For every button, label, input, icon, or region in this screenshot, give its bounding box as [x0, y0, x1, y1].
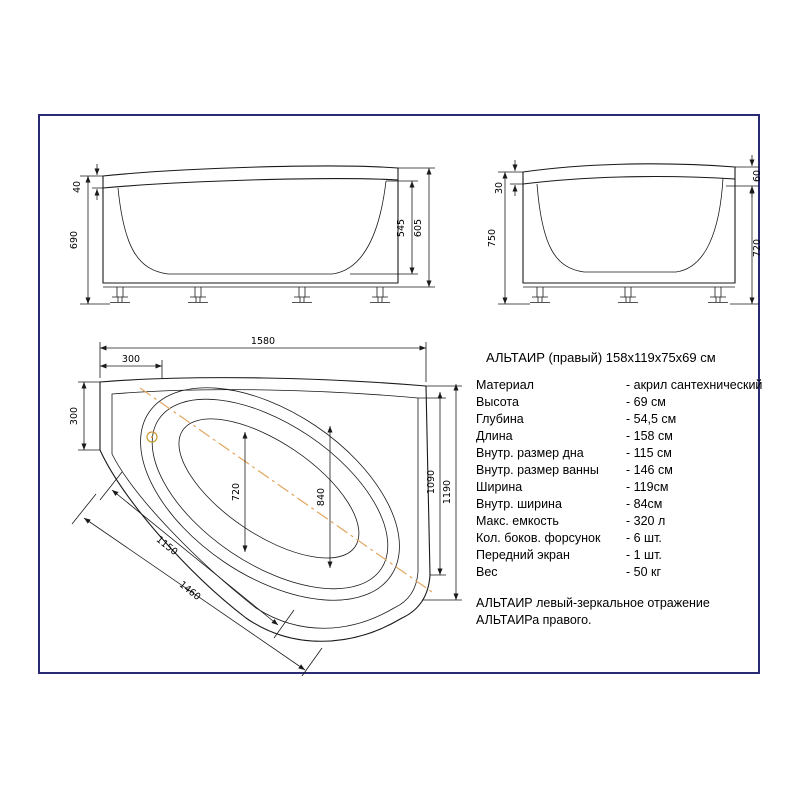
drain-circle — [146, 431, 158, 443]
spec-label: Кол. боков. форсунок — [476, 531, 601, 545]
spec-value: - акрил сантехнический — [626, 378, 763, 392]
spec-row: Макс. емкость - 320 л — [476, 513, 772, 530]
dim-label-750: 750 — [487, 229, 498, 247]
dim-label-1090: 1090 — [426, 470, 437, 494]
spec-title: АЛЬТАИР (правый) 158x119x75x69 см — [486, 350, 716, 365]
dim-label-1460: 1460 — [177, 579, 203, 603]
dim-label-690: 690 — [69, 231, 80, 249]
side-tub-outline — [522, 163, 736, 288]
spec-label: Материал — [476, 378, 534, 392]
mirror-note: АЛЬТАИР левый-зеркальное отражение АЛЬТА… — [476, 595, 772, 629]
dim-label-1150: 1150 — [154, 534, 180, 558]
spec-label: Макс. емкость — [476, 514, 559, 528]
spec-label: Высота — [476, 395, 519, 409]
plan-basin — [140, 387, 400, 601]
dim-label-720-side: 720 — [752, 239, 763, 257]
front-tub-feet — [110, 287, 390, 303]
spec-value: - 54,5 см — [626, 412, 677, 426]
spec-value: - 119см — [626, 480, 669, 494]
spec-value: - 320 л — [626, 514, 666, 528]
dim-label-545: 545 — [396, 219, 407, 237]
spec-label: Внутр. ширина — [476, 497, 562, 511]
side-dimensions: 750 30 60 720 — [487, 155, 763, 305]
spec-label: Внутр. размер ванны — [476, 463, 599, 477]
spec-label: Передний экран — [476, 548, 570, 562]
dim-label-1580: 1580 — [251, 336, 275, 347]
dim-label-840: 840 — [316, 488, 327, 506]
front-view-drawing: 690 40 545 605 — [69, 164, 435, 305]
spec-value: - 146 см — [626, 463, 673, 477]
dim-label-60: 60 — [752, 170, 763, 182]
side-view-drawing: 750 30 60 720 — [487, 155, 763, 305]
spec-label: Глубина — [476, 412, 524, 426]
spec-panel: АЛЬТАИР (правый) 158x119x75x69 см Матери… — [476, 350, 772, 629]
spec-row: Высота - 69 см — [476, 394, 772, 411]
spec-value: - 1 шт. — [626, 548, 662, 562]
spec-value: - 50 кг — [626, 565, 662, 579]
spec-value: - 69 см — [626, 395, 666, 409]
spec-value: - 158 см — [626, 429, 673, 443]
mirror-note-line2: АЛЬТАИРа правого. — [476, 613, 592, 627]
spec-row: Внутр. ширина - 84см — [476, 496, 772, 513]
plan-view-drawing: 1580 300 300 1090 1190 720 840 1150 1460 — [69, 336, 462, 677]
spec-row: Глубина - 54,5 см — [476, 411, 772, 428]
dim-label-605: 605 — [413, 219, 424, 237]
spec-row: Передний экран - 1 шт. — [476, 547, 772, 564]
spec-value: - 84см — [626, 497, 663, 511]
dim-label-1190: 1190 — [442, 480, 453, 504]
drain-center-dot — [151, 436, 153, 438]
spec-row: Внутр. размер ванны - 146 см — [476, 462, 772, 479]
basin-centerline — [139, 387, 433, 593]
spec-row: Вес - 50 кг — [476, 564, 772, 581]
spec-value: - 6 шт. — [626, 531, 662, 545]
spec-label: Длина — [476, 429, 513, 443]
spec-row: Длина - 158 см — [476, 428, 772, 445]
dim-label-720-plan: 720 — [231, 483, 242, 501]
spec-row: Внутр. размер дна - 115 см — [476, 445, 772, 462]
mirror-note-line1: АЛЬТАИР левый-зеркальное отражение — [476, 596, 710, 610]
spec-row: Кол. боков. форсунок - 6 шт. — [476, 530, 772, 547]
plan-tub-outline — [99, 377, 431, 642]
drawing-frame — [38, 114, 760, 674]
front-tub-outline — [102, 165, 399, 288]
front-dimensions: 690 40 545 605 — [69, 164, 435, 305]
dim-label-300-top: 300 — [122, 354, 140, 365]
dim-label-30: 30 — [494, 182, 505, 194]
side-tub-feet — [530, 287, 728, 303]
dim-label-40: 40 — [72, 181, 83, 193]
spec-value: - 115 см — [626, 446, 672, 460]
spec-label: Ширина — [476, 480, 523, 494]
plan-dimensions: 1580 300 300 1090 1190 720 840 1150 1460 — [69, 336, 462, 677]
spec-label: Внутр. размер дна — [476, 446, 584, 460]
spec-row: Ширина - 119см — [476, 479, 772, 496]
spec-row: Материал - акрил сантехнический — [476, 377, 772, 394]
dim-label-300-left: 300 — [69, 407, 80, 425]
spec-label: Вес — [476, 565, 498, 579]
